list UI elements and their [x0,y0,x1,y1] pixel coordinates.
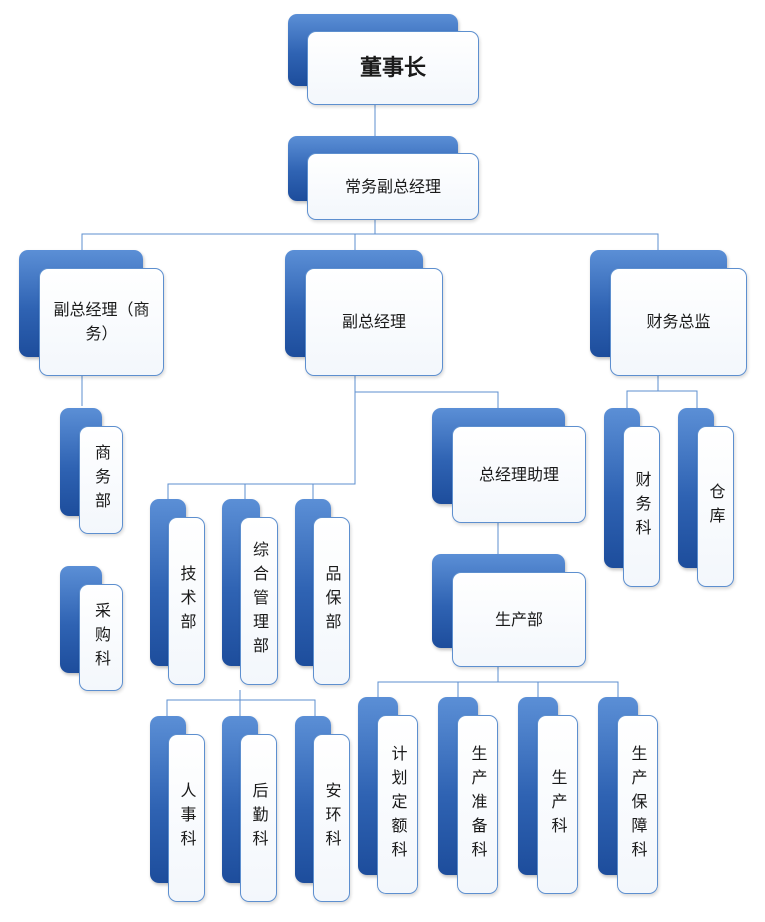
node-qa-dept-label: 品保部 [313,517,350,685]
node-production-support-label: 生产保障科 [617,715,658,894]
node-planning-quota-label: 计划定额科 [377,715,418,894]
node-general-mgmt-label: 综合管理部 [240,517,278,685]
node-tech-dept-label: 技术部 [168,517,205,685]
node-production-section-label: 生产科 [537,715,578,894]
node-cfo-label: 财务总监 [610,268,747,376]
node-logistics-label: 后勤科 [240,734,277,902]
node-warehouse-label: 仓库 [697,426,734,587]
node-vp-business-label: 副总经理（商务） [39,268,164,376]
node-exec-vp-label: 常务副总经理 [307,153,479,220]
node-business-dept-label: 商务部 [79,426,123,534]
node-vp-label: 副总经理 [305,268,443,376]
node-safety-env-label: 安环科 [313,734,350,902]
node-production-dept-label: 生产部 [452,572,586,667]
node-finance-section-label: 财务科 [623,426,660,587]
node-gm-assistant-label: 总经理助理 [452,426,586,523]
node-chairman-label: 董事长 [307,31,479,105]
node-hr-label: 人事科 [168,734,205,902]
node-purchasing-label: 采购科 [79,584,123,691]
node-production-prep-label: 生产准备科 [457,715,498,894]
